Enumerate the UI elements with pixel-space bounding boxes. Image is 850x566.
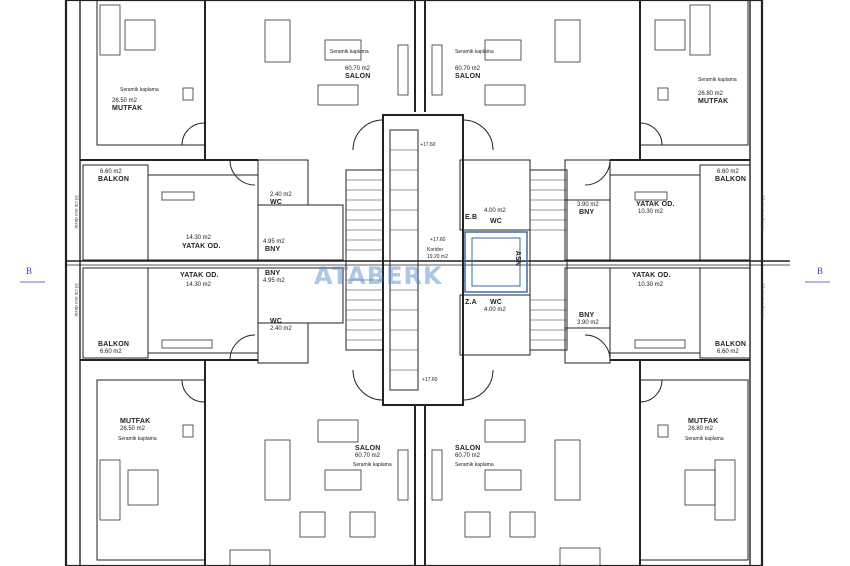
salon-bl-area: 60.70 m2 <box>355 453 381 459</box>
floor-note-tr: Seramik kaplama <box>455 49 494 55</box>
salon-tl-label: SALON <box>345 73 371 80</box>
yatak-tr-label: YATAK OD. <box>636 201 675 208</box>
salon-tr-label: SALON <box>455 73 481 80</box>
mutfak-br-area: 26.80 m2 <box>688 426 714 432</box>
yatak-tl-label: YATAK OD. <box>182 243 221 250</box>
wc-bl-label: WC <box>270 318 283 325</box>
section-marker-right: B <box>817 266 824 276</box>
yatak-bl-label: YATAK OD. <box>180 272 219 279</box>
mutfak-tr-label: MUTFAK <box>698 98 729 105</box>
mutfak-tl-area: 26.50 m2 <box>112 98 138 104</box>
floor-note-mutfak-tl: Seramik kaplama <box>120 87 159 93</box>
yatak-br-label: YATAK OD. <box>632 272 671 279</box>
yatak-br-area: 10.30 m2 <box>638 282 664 288</box>
wc-mid-bot-area: 4.00 m2 <box>484 307 506 313</box>
bny-bl-area: 4.95 m2 <box>263 278 285 284</box>
floor-note-br: Seramik kaplama <box>455 462 494 468</box>
balkon-tl-area: 6.60 m2 <box>100 169 122 175</box>
bny-tr-area: 3.90 m2 <box>577 202 599 208</box>
level-mid: +17.60 <box>430 237 446 243</box>
balkon-tr-label: BALKON <box>715 176 747 183</box>
balkon-bl-label: BALKON <box>98 341 130 348</box>
mutfak-tl-label: MUTFAK <box>112 105 143 112</box>
mutfak-bl-label: MUTFAK <box>120 418 151 425</box>
level-top: +17.60 <box>420 142 436 148</box>
floor-note-mutfak-tr: Seramik kaplama <box>698 77 737 83</box>
watermark-logo: ATABERK <box>314 262 443 290</box>
section-marker-left: B <box>26 266 33 276</box>
koridor-area: 19.20 m2 <box>427 254 448 260</box>
balkon-bl-area: 6.60 m2 <box>100 349 122 355</box>
yatak-bl-area: 14.30 m2 <box>186 282 212 288</box>
salon-tr-area: 60.70 m2 <box>455 66 481 72</box>
balkon-br-label: BALKON <box>715 341 747 348</box>
dimension-note-right-bottom: 30 cm stor duvar <box>759 283 764 317</box>
floor-note-bl: Seramik kaplama <box>353 462 392 468</box>
bny-tr-label: BNY <box>579 209 595 216</box>
mutfak-br-label: MUTFAK <box>688 418 719 425</box>
floor-note-mutfak-bl: Seramik kaplama <box>118 436 157 442</box>
bny-br-label: BNY <box>579 312 595 319</box>
outer-wall <box>64 0 764 566</box>
floor-note-mutfak-br: Seramik kaplama <box>685 436 724 442</box>
bny-tl-label: BNY <box>265 246 281 253</box>
salon-bl-label: SALON <box>355 445 381 452</box>
dimension-note-left-top: 30 cm stor duvar <box>73 195 78 229</box>
yatak-tr-area: 10.30 m2 <box>638 209 664 215</box>
level-bottom: +17.60 <box>422 377 438 383</box>
za-label: Z.A <box>465 299 477 306</box>
mutfak-tr-area: 26.80 m2 <box>698 91 724 97</box>
balkon-br-area: 6.60 m2 <box>717 349 739 355</box>
yatak-tl-area: 14.30 m2 <box>186 235 212 241</box>
asansor-label: ASN <box>514 250 522 267</box>
bny-tl-area: 4.95 m2 <box>263 239 285 245</box>
balkon-tr-area: 6.60 m2 <box>717 169 739 175</box>
wc-mid-bot-label: WC <box>490 299 503 306</box>
salon-br-label: SALON <box>455 445 481 452</box>
bny-br-area: 3.90 m2 <box>577 320 599 326</box>
wc-mid-top-label: WC <box>490 218 503 225</box>
bny-bl-label: BNY <box>265 270 281 277</box>
salon-tl-area: 60.70 m2 <box>345 66 371 72</box>
wc-tl-label: WC <box>270 199 283 206</box>
mutfak-bl-area: 26.50 m2 <box>120 426 146 432</box>
eb-label: E.B <box>465 214 478 221</box>
koridor-label: Koridor <box>427 247 444 253</box>
dimension-note-left-bottom: 30 cm stor duvar <box>73 283 78 317</box>
floor-note-tl: Seramik kaplama <box>330 49 369 55</box>
salon-br-area: 60.70 m2 <box>455 453 481 459</box>
wc-bl-area: 2.40 m2 <box>270 326 292 332</box>
balkon-tl-label: BALKON <box>98 176 130 183</box>
wc-mid-top-area: 4.00 m2 <box>484 208 506 214</box>
dimension-note-right-top: 30 cm stor duvar <box>759 195 764 229</box>
wc-tl-area: 2.40 m2 <box>270 192 292 198</box>
